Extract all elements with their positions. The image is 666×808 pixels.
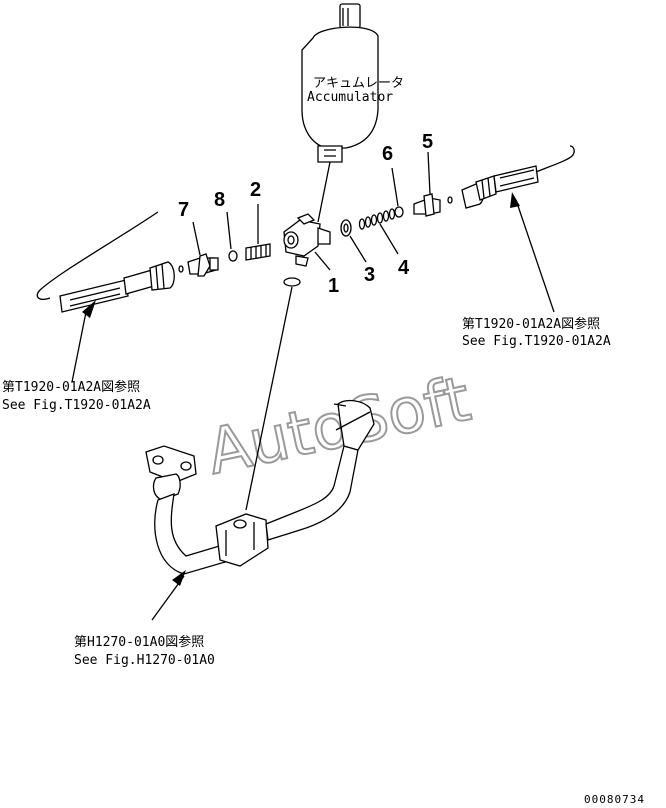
small-seal-left: [178, 265, 184, 273]
ref-bottom-jp: 第H1270-01A0図参照: [74, 634, 204, 650]
ref-right-jp: 第T1920-01A2A図参照: [462, 316, 600, 332]
accumulator-label-en: Accumulator: [307, 90, 393, 105]
ref-left-jp: 第T1920-01A2A図参照: [2, 379, 140, 395]
small-seal-right: [447, 196, 453, 204]
accumulator: アキュムレータ Accumulator: [301, 3, 404, 223]
part-number-6: 6: [382, 143, 393, 165]
hose-right: [461, 145, 575, 313]
ref-left-en: See Fig.T1920-01A2A: [2, 398, 151, 413]
ring-8: [228, 250, 238, 262]
fitting-7: [187, 221, 219, 277]
part-number-4: 4: [398, 257, 410, 279]
hose-left: [36, 211, 175, 383]
ref-bottom-en: See Fig.H1270-01A0: [74, 653, 215, 668]
figure-code: 00080734: [584, 793, 645, 806]
fitting-2: [245, 204, 271, 261]
part-number-7: 7: [178, 199, 189, 221]
part-number-2: 2: [250, 179, 261, 201]
fitting-5: [413, 151, 441, 217]
part-number-8: 8: [214, 189, 225, 211]
o-ring: [283, 277, 301, 287]
part-number-1: 1: [328, 275, 339, 297]
tee-block: [283, 213, 331, 271]
part-number-5: 5: [422, 131, 433, 153]
ref-right-en: See Fig.T1920-01A2A: [462, 334, 611, 349]
part-number-3: 3: [364, 264, 375, 286]
accumulator-label-jp: アキュムレータ: [313, 76, 404, 91]
pipe-assembly: [145, 399, 375, 621]
ball-6: [394, 206, 404, 218]
spring-4: [358, 208, 399, 255]
